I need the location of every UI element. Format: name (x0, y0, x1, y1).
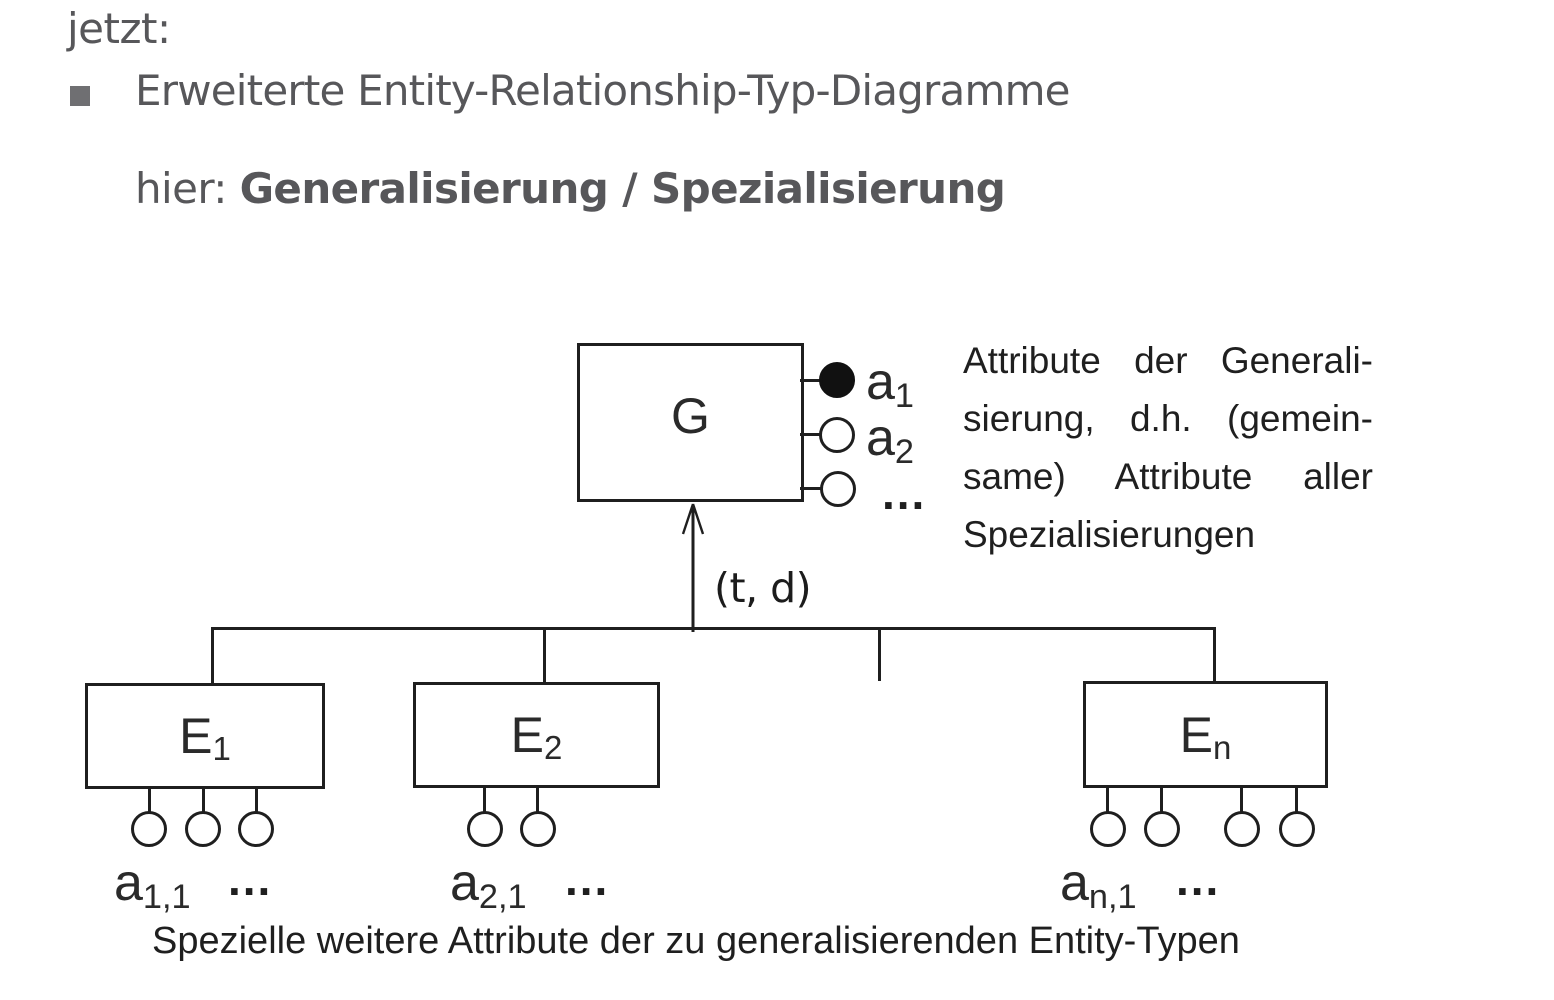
entity-box-en: En (1083, 681, 1328, 788)
subtitle-prefix: hier: (135, 164, 240, 213)
riser-e1 (211, 629, 214, 684)
g-attr-connector-3 (800, 487, 823, 490)
en-attr-stem-4 (1295, 786, 1298, 812)
generalization-box: G (577, 343, 804, 502)
en-attribute-circle-2 (1144, 811, 1180, 847)
en-attr-stem-1 (1106, 786, 1109, 812)
e2-attr-label: a2,1 (450, 854, 527, 916)
attribute-circle-a2 (819, 417, 855, 453)
e2-attribute-circle-1 (467, 811, 503, 847)
g-attr-label-a1: a1 (866, 353, 915, 415)
e1-attr-ellipsis: ... (228, 853, 273, 905)
entity-box-e2: E2 (413, 682, 660, 788)
e1-attribute-circle-3 (238, 811, 274, 847)
isa-arrow (681, 503, 705, 632)
g-attr-connector-1 (800, 379, 822, 382)
subtitle: hier: Generalisierung / Spezialisierung (135, 164, 1006, 213)
g-attributes-annotation: Attribute der Generali- sierung, d.h. (g… (963, 332, 1373, 564)
riser-more-stub (878, 629, 881, 681)
e2-attribute-circle-2 (520, 811, 556, 847)
g-attr-ellipsis: ... (882, 467, 927, 519)
e2-attr-stem-2 (536, 787, 539, 812)
e1-attr-stem-2 (202, 787, 205, 812)
e2-attr-ellipsis: ... (565, 853, 610, 905)
riser-e2 (543, 629, 546, 683)
en-attr-label: an,1 (1060, 854, 1137, 916)
en-attribute-circle-1 (1090, 811, 1126, 847)
en-attr-stem-2 (1160, 786, 1163, 812)
e1-attribute-circle-2 (185, 811, 221, 847)
bullet-square-icon (70, 86, 90, 106)
diagram-caption: Spezielle weitere Attribute der zu gener… (152, 920, 1240, 962)
e1-attribute-circle-1 (131, 811, 167, 847)
bullet-item-text: Erweiterte Entity-Relationship-Typ-Diagr… (135, 66, 1071, 115)
e1-attr-stem-1 (148, 787, 151, 812)
en-attribute-circle-3 (1224, 811, 1260, 847)
entity-box-e1: E1 (85, 683, 325, 789)
generalization-label: G (671, 387, 710, 444)
entity-label-e1: E1 (179, 708, 231, 768)
annotation-line: Spezialisierungen (963, 514, 1256, 555)
e2-attr-stem-1 (483, 787, 486, 812)
annotation-line: same) Attribute aller (963, 456, 1373, 497)
g-attr-connector-2 (800, 433, 822, 436)
intro-text: jetzt: (67, 4, 171, 53)
annotation-line: sierung, d.h. (gemein- (963, 398, 1373, 439)
g-attr-label-a2: a2 (866, 409, 915, 471)
annotation-line: Attribute der Generali- (963, 340, 1373, 381)
entity-label-e2: E2 (510, 707, 563, 767)
subtitle-bold: Generalisierung / Spezialisierung (239, 164, 1006, 213)
key-attribute-circle-a1 (819, 362, 855, 398)
e1-attr-label: a1,1 (114, 854, 191, 916)
attribute-circle-more (820, 471, 856, 507)
entity-label-en: En (1179, 706, 1232, 766)
edge-label: (t, d) (714, 564, 812, 612)
en-attr-stem-3 (1240, 786, 1243, 812)
riser-en (1213, 629, 1216, 682)
e1-attr-stem-3 (255, 787, 258, 812)
connector-horizontal-line (211, 627, 1216, 630)
en-attribute-circle-4 (1279, 811, 1315, 847)
en-attr-ellipsis: ... (1176, 853, 1221, 905)
